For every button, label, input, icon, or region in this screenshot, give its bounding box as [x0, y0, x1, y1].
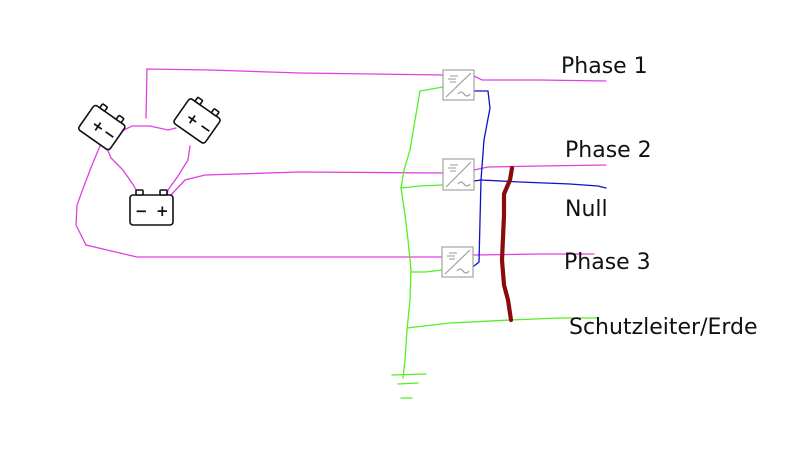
battery-right: + − — [173, 96, 221, 144]
wire-phase3-out — [473, 253, 595, 256]
wire-neutral-inverter3 — [473, 179, 482, 267]
wire-top-feed — [145, 68, 444, 119]
battery-bottom: − + — [129, 189, 174, 226]
battery-icon — [129, 194, 174, 226]
wire-earth-inverter3 — [410, 269, 444, 273]
wire-neutral-inverter1 — [473, 90, 491, 181]
wire-battery-link-drop-right — [166, 145, 191, 197]
bus-bar — [499, 165, 515, 323]
ground-symbol-icon — [391, 373, 427, 399]
wire-inverter2-feed — [169, 171, 444, 197]
wire-phase2-out — [473, 164, 607, 171]
wire-inverter3-feed — [75, 145, 444, 258]
wire-phase1-out — [473, 75, 607, 82]
battery-bottom-minus: − — [135, 202, 148, 220]
label-phase-2: Phase 2 — [565, 138, 652, 163]
label-phase-1: Phase 1 — [561, 54, 648, 79]
inverter-icon — [444, 249, 471, 275]
inverter-icon — [445, 72, 472, 98]
wire-earth-trunk — [400, 86, 444, 379]
battery-left: + − — [78, 103, 126, 151]
label-null: Null — [565, 197, 608, 222]
inverter-1 — [442, 69, 475, 101]
inverter-icon — [445, 161, 472, 188]
label-schutzleiter-erde: Schutzleiter/Erde — [569, 315, 758, 340]
wire-neutral-inverter2 — [473, 179, 482, 182]
wire-battery-link-left — [121, 125, 177, 132]
wire-neutral-out — [480, 179, 607, 189]
battery-icon — [78, 104, 126, 151]
battery-bottom-plus: + — [156, 202, 169, 220]
battery-icon — [173, 98, 221, 144]
wire-earth-inverter2 — [400, 184, 444, 189]
label-phase-3: Phase 3 — [564, 250, 651, 275]
inverter-3 — [441, 246, 474, 278]
wire-battery-link-drop-left — [105, 145, 140, 197]
inverter-2 — [442, 158, 475, 191]
